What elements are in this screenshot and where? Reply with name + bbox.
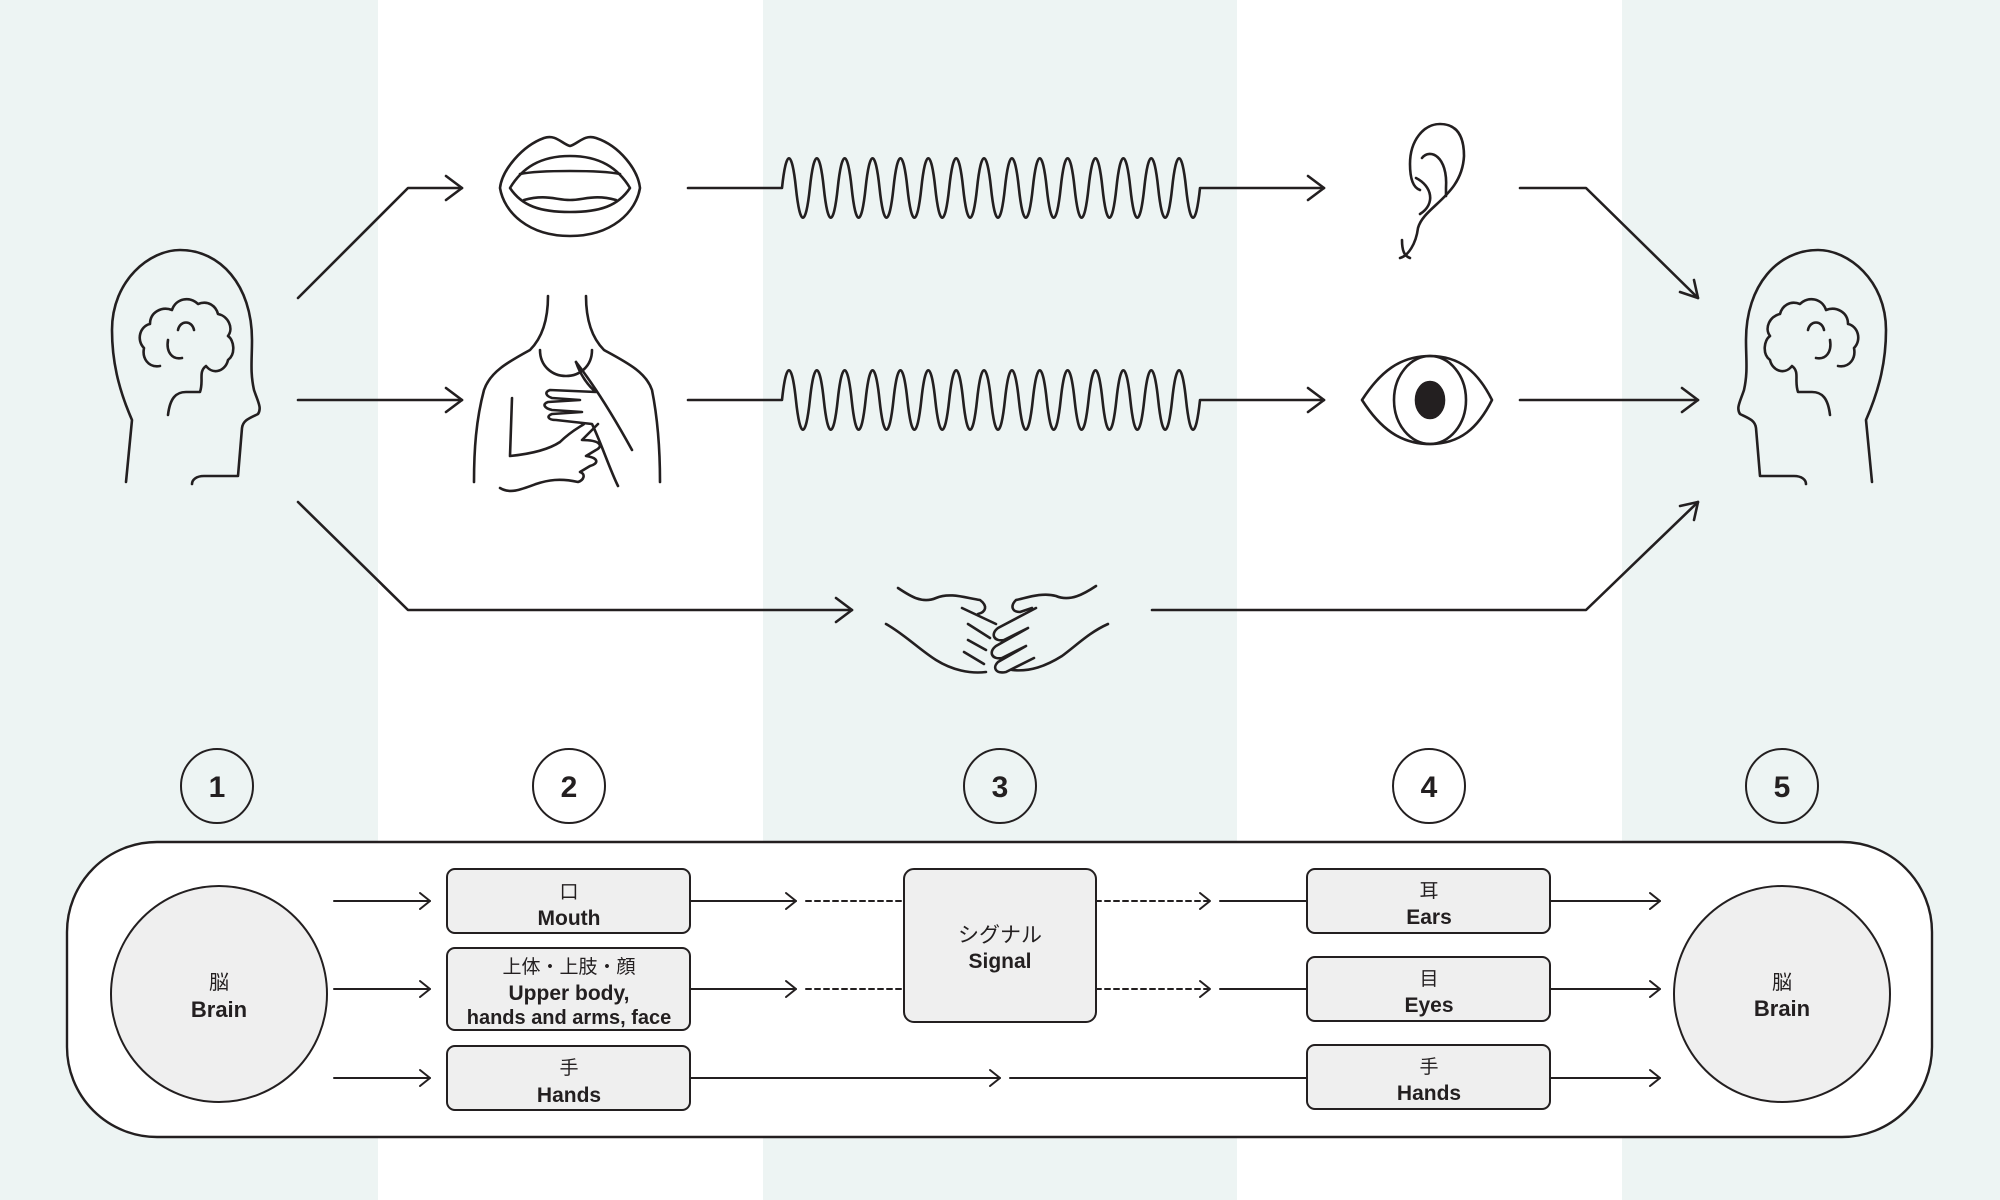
receiver-hands-en: Hands [1397,1082,1461,1105]
target-brain-en: Brain [1754,996,1810,1021]
sender-hands-en: Hands [537,1084,601,1107]
ear-icon [1398,122,1466,260]
source-brain-en: Brain [191,997,247,1022]
step-number: 4 [1421,771,1438,804]
arrow-ears-to-brain [1518,186,1700,300]
mouth-icon [498,135,642,238]
receiver-ears-jp: 耳 [1419,880,1438,902]
arrow-brain-to-mouth [296,174,464,300]
step-number: 3 [992,771,1009,804]
step-number-circle [1392,748,1466,824]
arrow-eyes-to-brain [1518,386,1700,414]
step-number: 2 [561,771,578,804]
signal-box [903,868,1097,1023]
sender-hands-jp: 手 [559,1057,578,1079]
light-wave-icon [686,368,1326,432]
wave-arrowhead-ear [1306,174,1326,202]
eye-icon [1360,354,1494,446]
arrow-brain-to-hands [296,500,854,624]
flow-connectors [333,892,1661,1087]
step-number: 1 [209,771,226,804]
target-brain-node [1673,885,1891,1103]
brain-head-icon [110,248,261,486]
handshake-icon [884,584,1110,674]
brain-head-icon [1737,248,1888,486]
source-brain-node [110,885,328,1103]
signing-upper-body-icon [472,294,662,493]
step-number-circle [1745,748,1819,824]
receiver-eyes-jp: 目 [1419,968,1438,990]
signal-en: Signal [968,950,1031,973]
sound-wave-icon [686,157,1326,219]
receiver-eyes-en: Eyes [1404,994,1453,1017]
receiver-hands-jp: 手 [1419,1056,1438,1078]
step-number-circle [180,748,254,824]
target-brain-jp: 脳 [1772,970,1792,994]
arrow-brain-to-body [296,386,464,414]
signal-jp: シグナル [958,923,1042,947]
source-brain-jp: 脳 [209,970,229,994]
arrow-hands-to-brain [1150,500,1700,612]
receiver-ears-en: Ears [1406,906,1452,929]
wave-arrowhead-eye [1306,386,1326,414]
sender-mouth-jp: 口 [559,881,578,903]
step-number: 5 [1774,771,1791,804]
sender-upper-body-en2: hands and arms, face [467,1007,672,1029]
sender-upper-body-jp: 上体・上肢・顔 [502,956,635,978]
sender-upper-body-en: Upper body, [509,982,630,1005]
step-number-circle [532,748,606,824]
step-number-circle [963,748,1037,824]
sender-mouth-en: Mouth [538,907,601,930]
